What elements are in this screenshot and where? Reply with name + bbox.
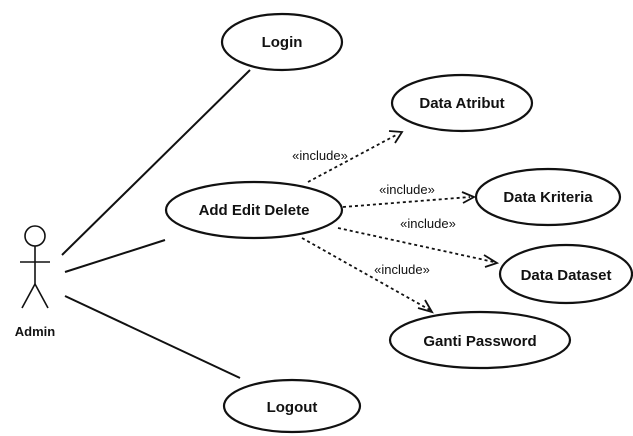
include-kriteria: «include» xyxy=(342,182,477,208)
dependency-arrowhead xyxy=(483,254,500,268)
dependency-arrowhead xyxy=(461,191,477,204)
include-password: «include» xyxy=(301,237,434,314)
association-add-edit-delete xyxy=(64,239,166,273)
use-case-login: Login xyxy=(220,12,344,72)
actor-left-leg xyxy=(21,283,36,309)
dependency-arrowhead xyxy=(417,299,434,314)
use-case-shape xyxy=(474,167,622,227)
include-atribut: «include» xyxy=(292,130,404,183)
use-case-data-dataset: Data Dataset xyxy=(498,243,633,305)
dependency-line xyxy=(342,196,471,208)
use-case-shape xyxy=(220,12,344,72)
dependency-line xyxy=(301,237,431,311)
dependency-line xyxy=(337,227,495,263)
include-label: «include» xyxy=(292,148,348,163)
use-case-label: Data Kriteria xyxy=(503,189,593,206)
use-case-label: Data Atribut xyxy=(419,95,504,112)
use-case-label: Logout xyxy=(267,399,318,416)
use-case-shape xyxy=(390,73,534,133)
use-case-logout: Logout xyxy=(222,378,362,434)
actor-label: Admin xyxy=(15,324,56,339)
actor-right-leg xyxy=(34,283,49,309)
actor-head xyxy=(24,225,46,247)
association-login xyxy=(61,69,251,256)
dependency-line xyxy=(307,133,399,183)
use-case-shape xyxy=(498,243,633,305)
use-case-label: Add Edit Delete xyxy=(199,202,310,219)
use-case-shape xyxy=(222,378,362,434)
use-case-label: Ganti Password xyxy=(423,333,536,350)
include-label: «include» xyxy=(379,182,435,197)
use-case-ganti-password: Ganti Password xyxy=(388,310,572,370)
include-label: «include» xyxy=(400,216,456,231)
use-case-data-kriteria: Data Kriteria xyxy=(474,167,622,227)
use-case-shape xyxy=(164,180,344,240)
include-dataset: «include» xyxy=(337,216,500,268)
use-case-add-edit-delete: Add Edit Delete xyxy=(164,180,344,240)
include-label: «include» xyxy=(374,262,430,277)
association-logout xyxy=(64,295,241,379)
use-case-label: Login xyxy=(262,34,303,51)
use-case-label: Data Dataset xyxy=(521,267,612,284)
use-case-data-atribut: Data Atribut xyxy=(390,73,534,133)
actor-admin: Admin xyxy=(15,225,56,339)
dependency-arrowhead xyxy=(388,130,404,144)
use-case-shape xyxy=(388,310,572,370)
